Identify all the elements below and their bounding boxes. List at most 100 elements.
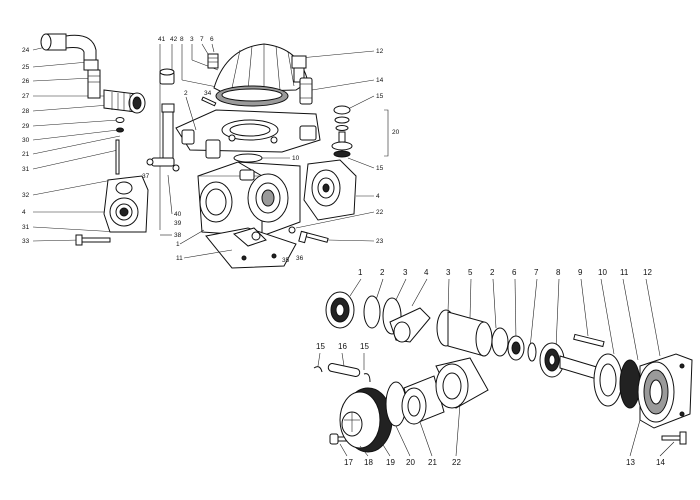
label-32: 32 [22,192,30,199]
washer-22 [288,226,296,234]
label-6-lower: 6 [512,268,517,277]
housing-flange-12 [637,353,693,429]
label-22-upper: 22 [376,209,384,216]
label-31a: 31 [22,166,30,173]
label-24: 24 [22,47,30,54]
label-5-lower: 5 [468,268,473,277]
lower-top-labels: 1 2 3 4 3 5 2 6 7 8 9 10 11 12 [358,268,652,277]
label-1-lower: 1 [358,268,363,277]
left-pump-head [103,175,149,233]
valve-stack [331,105,353,158]
label-34: 34 [204,90,212,97]
sleeve-5 [447,311,493,357]
label-15-bottom: 15 [376,165,384,172]
eccentric-4 [389,307,431,343]
label-10: 10 [292,155,300,162]
base-bracket [205,227,297,269]
label-14: 14 [376,77,384,84]
o-ring-10 [233,153,263,163]
label-17: 17 [344,458,353,467]
label-31b: 31 [22,224,30,231]
label-37: 37 [142,173,150,180]
label-42: 42 [170,36,178,43]
label-23: 23 [376,238,384,245]
label-7-lower: 7 [534,268,539,277]
upper-left-labels: 24 25 26 27 28 29 30 21 31 32 4 31 33 [22,47,30,245]
filter-cartridge [103,89,146,114]
label-39: 39 [174,220,182,227]
label-9-lower: 9 [578,268,583,277]
clip-15b [363,373,371,383]
ring-2b [491,327,509,357]
pressure-fitting-12 [291,55,307,83]
bolt-23 [298,230,329,244]
label-11: 11 [176,255,183,262]
collar-6-bore [511,341,521,355]
bolt-14 [661,431,687,445]
main-pump-body [197,161,301,237]
pin-34 [201,96,217,107]
stud-31 [115,139,120,175]
membrane-inner [221,88,283,102]
label-6: 6 [210,36,214,43]
dome-cover [207,43,309,93]
label-12-lower: 12 [643,268,652,277]
label-29: 29 [22,123,30,130]
label-4-left: 4 [22,209,26,216]
label-41: 41 [158,36,166,43]
label-14: 14 [656,458,665,467]
label-15-lower-b: 15 [360,342,369,351]
link-37 [146,157,180,172]
label-18: 18 [364,458,373,467]
liner-22 [435,357,489,409]
label-20: 20 [392,129,400,136]
label-19: 19 [386,458,395,467]
label-36: 36 [296,255,304,262]
cylinder-21 [401,375,445,425]
label-21: 21 [22,151,30,158]
key-9 [573,333,605,348]
lower-bottom-leaders [339,403,675,457]
valve-cap-stack [159,68,175,161]
lower-bottom-labels: 17 18 19 20 21 22 13 14 [344,458,665,467]
label-30: 30 [22,137,30,144]
bolt-33 [75,234,111,246]
label-3: 3 [190,36,194,43]
label-38: 38 [174,232,182,239]
washer-30 [116,127,124,133]
ring-2a [363,295,381,329]
label-13: 13 [626,458,635,467]
clip-15a [313,366,323,373]
label-10-lower: 10 [598,268,607,277]
diaphragm-disk [339,387,393,453]
label-2-lower-a: 2 [380,268,385,277]
label-16: 16 [338,342,347,351]
manifold-plate [175,109,321,159]
label-20-lower: 20 [406,458,415,467]
valve-14 [299,77,313,105]
pin-16 [327,363,361,377]
label-1-upper: 1 [176,241,180,248]
label-28: 28 [22,108,30,115]
label-22-lower: 22 [452,458,461,467]
label-15-top: 15 [376,93,384,100]
label-4-right: 4 [376,193,380,200]
label-7: 7 [200,36,204,43]
label-8: 8 [180,36,184,43]
washer-7 [527,342,537,362]
right-pump-head [303,159,357,221]
bearing-8 [539,342,565,378]
label-3-lower-a: 3 [403,268,408,277]
label-40: 40 [174,211,182,218]
elbow-fitting [40,33,101,99]
label-27: 27 [22,93,30,100]
pin-labels: 15 16 15 [316,342,369,351]
label-11-lower: 11 [620,268,629,277]
label-2-upper: 2 [184,90,188,97]
upper-top-labels: 41 42 8 3 7 6 [158,36,214,43]
label-33: 33 [22,238,30,245]
seal-10-inner [599,363,617,397]
washer-29 [115,117,125,123]
label-21-lower: 21 [428,458,437,467]
